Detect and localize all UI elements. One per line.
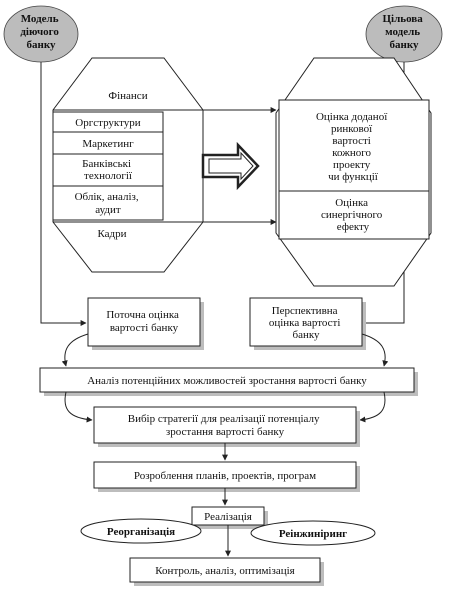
right-hexagon: Оцінка доданої ринкової вартості кожного…	[275, 57, 432, 287]
hex-item-personnel: Кадри	[97, 228, 126, 240]
right-item-added-value: Оцінка доданої ринкової вартості кожного…	[316, 111, 390, 183]
arrow-analysis-to-strategy-right	[359, 391, 386, 423]
current-bank-model-node: Модель діючого банку	[3, 5, 79, 63]
hex-item-orgstructure: Оргструктури	[75, 117, 140, 129]
arrow-analysis-to-strategy-left	[64, 391, 93, 423]
target-bank-model-label: Цільова модель банку	[382, 13, 425, 51]
right-item-synergy: Оцінка синергічного ефекту	[321, 197, 385, 233]
hex-item-bank-technologies: Банківські технології	[82, 158, 134, 182]
current-value-box: Поточна оцінка вартості банку	[87, 297, 204, 350]
current-value-label: Поточна оцінка вартості банку	[106, 309, 181, 334]
analysis-label: Аналіз потенційних можливостей зростання…	[87, 375, 367, 387]
reengineering-label: Реінжиніринг	[279, 528, 347, 540]
realization-box: Реалізація	[191, 506, 268, 529]
plans-label: Розроблення планів, проектів, програм	[134, 470, 316, 482]
realization-label: Реалізація	[204, 511, 252, 523]
target-bank-model-node: Цільова модель банку	[365, 5, 443, 63]
prospective-value-box: Перспективна оцінка вартості банку	[249, 297, 366, 350]
strategy-label: Вибір стратегії для реалізації потенціал…	[128, 413, 323, 438]
hex-item-marketing: Маркетинг	[82, 138, 134, 150]
big-transition-arrow	[201, 141, 260, 191]
control-box: Контроль, аналіз, оптимізація	[129, 557, 324, 586]
prospective-value-label: Перспективна оцінка вартості банку	[269, 305, 343, 341]
arrow-current-to-analysis	[61, 333, 89, 367]
reengineering-node: Реінжиніринг	[250, 520, 376, 546]
arrow-prospective-to-analysis	[361, 333, 389, 367]
plans-box: Розроблення планів, проектів, програм	[93, 461, 360, 492]
current-bank-model-label: Модель діючого банку	[20, 13, 61, 51]
left-hexagon: Фінанси Оргструктури Маркетинг Банківськ…	[52, 57, 204, 273]
control-label: Контроль, аналіз, оптимізація	[155, 565, 294, 577]
connector-left-model	[40, 62, 87, 326]
reorganization-node: Реорганізація	[80, 518, 202, 544]
hex-item-finance: Фінанси	[108, 90, 147, 102]
hex-item-accounting: Облік, аналіз, аудит	[75, 191, 142, 216]
analysis-box: Аналіз потенційних можливостей зростання…	[39, 367, 418, 396]
reorganization-label: Реорганізація	[107, 526, 175, 538]
strategy-box: Вибір стратегії для реалізації потенціал…	[93, 406, 360, 447]
